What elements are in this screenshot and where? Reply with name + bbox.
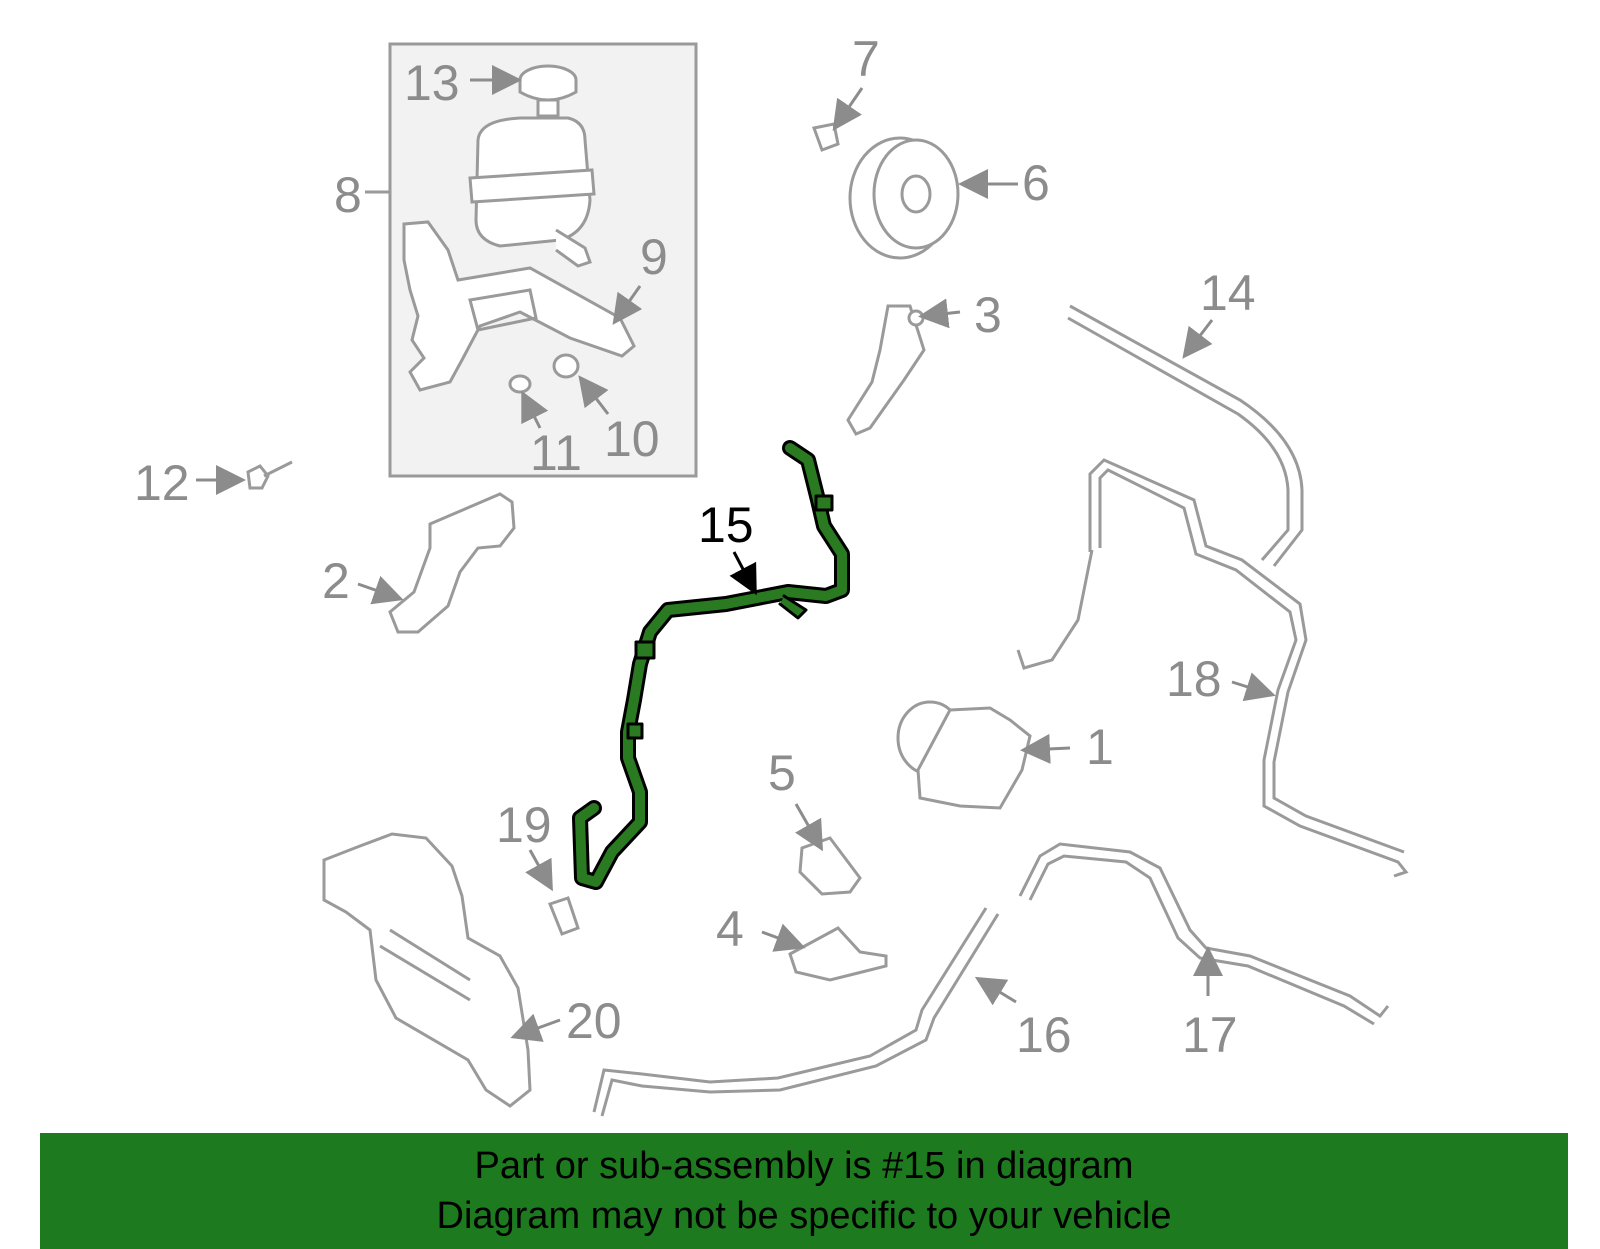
- callout-12: 12: [134, 455, 190, 511]
- steering-gear-20: [322, 832, 532, 1108]
- callout-2: 2: [322, 553, 350, 609]
- banner-line-1: Part or sub-assembly is #15 in diagram: [474, 1145, 1134, 1187]
- callout-6: 6: [1022, 155, 1050, 211]
- callout-5: 5: [768, 745, 796, 801]
- bracket-2: [388, 492, 516, 634]
- banner-line-2: Diagram may not be specific to your vehi…: [436, 1195, 1172, 1237]
- callout-10: 10: [604, 411, 660, 467]
- grommet-10: [552, 353, 580, 379]
- callout-4: 4: [716, 901, 744, 957]
- line-17: [1018, 842, 1390, 1026]
- bracket-arm-3: [846, 304, 926, 436]
- bracket-4: [788, 926, 888, 982]
- callout-8: 8: [334, 167, 362, 223]
- callout-11: 11: [530, 425, 582, 481]
- leader-arrow-15: [729, 551, 757, 596]
- callout-18: 18: [1166, 651, 1222, 707]
- callout-14: 14: [1200, 265, 1256, 321]
- bolt-12: [246, 460, 293, 490]
- callout-3: 3: [974, 287, 1002, 343]
- power-steering-pump: [896, 700, 1032, 810]
- bracket-5: [798, 836, 862, 896]
- callout-13: 13: [404, 55, 460, 111]
- sensor-19: [548, 896, 580, 936]
- callout-20: 20: [566, 993, 622, 1049]
- reservoir-tank: [468, 116, 596, 268]
- callout-17: 17: [1182, 1007, 1238, 1063]
- callout-15: 15: [698, 497, 754, 553]
- callout-19: 19: [496, 797, 552, 853]
- reservoir-bracket: [402, 220, 636, 392]
- info-banner: Part or sub-assembly is #15 in diagram D…: [40, 1133, 1568, 1249]
- callout-16: 16: [1016, 1007, 1072, 1063]
- callout-7: 7: [852, 31, 880, 87]
- clip-7: [811, 122, 840, 152]
- return-hose-14: [1067, 304, 1304, 567]
- grommet-11: [508, 374, 532, 394]
- pulley: [848, 136, 960, 260]
- pressure-line-18: [1016, 458, 1409, 878]
- parts-diagram: [196, 42, 1409, 1117]
- line-16: [592, 907, 1000, 1117]
- leader-arrows: [196, 65, 1276, 1042]
- pressure-hose-15: [572, 440, 850, 890]
- callout-9: 9: [640, 229, 668, 285]
- callout-1: 1: [1086, 719, 1114, 775]
